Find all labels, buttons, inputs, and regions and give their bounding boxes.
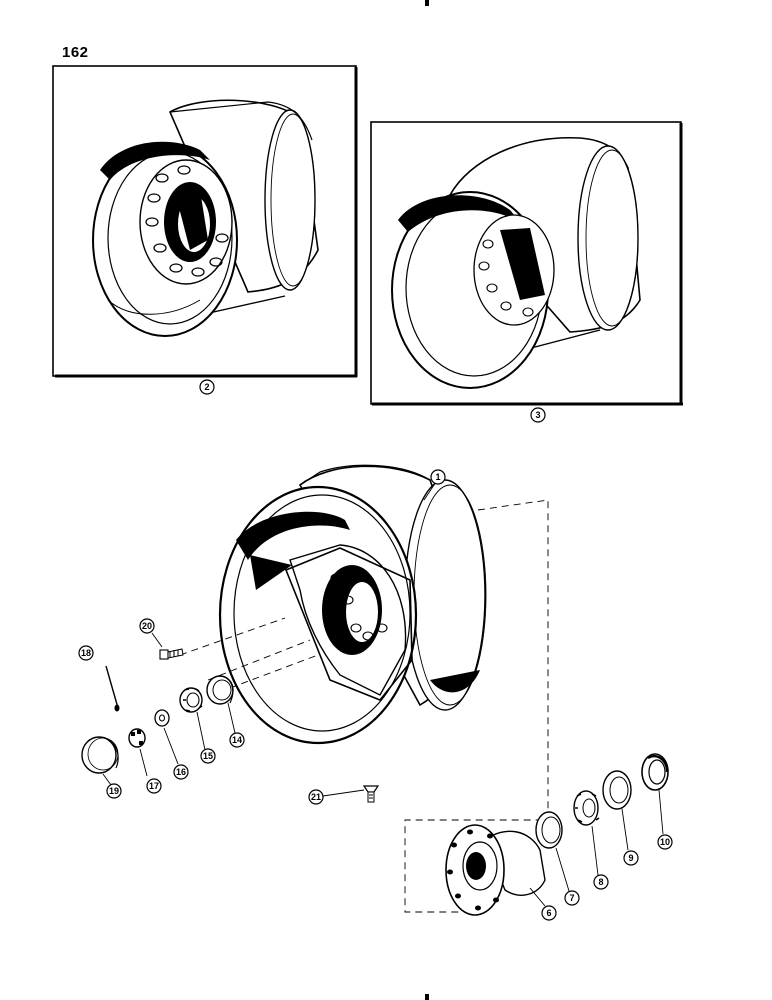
wheel-bolt-20 [159,648,184,660]
panel-wheel-3 [370,121,683,406]
hub-6 [445,824,546,916]
callout-16: 16 [163,727,189,780]
rim-assembly-1 [218,464,487,745]
svg-text:6: 6 [546,908,551,918]
svg-text:18: 18 [81,648,91,658]
callout-17: 17 [139,748,162,794]
callout-15: 15 [196,711,216,764]
bearing-cup-14 [206,675,234,705]
callout-3: 3 [530,407,546,423]
hub-cap-19 [81,736,119,774]
washer-16 [154,709,170,727]
castle-nut-17 [128,728,146,748]
svg-text:20: 20 [142,621,152,631]
rim-wheel-2-illustration [92,99,319,337]
svg-text:1: 1 [435,472,440,482]
svg-text:3: 3 [535,410,540,420]
svg-text:8: 8 [598,877,603,887]
callout-19: 19 [102,773,122,799]
callout-20: 20 [139,618,163,648]
scan-mark-top [425,0,429,6]
bearing-cup-7 [535,811,563,849]
cotter-pin-18 [105,665,120,712]
svg-text:17: 17 [149,781,159,791]
callout-21: 21 [308,789,365,805]
svg-text:2: 2 [204,382,209,392]
svg-text:10: 10 [660,837,670,847]
callout-6: 6 [529,887,557,921]
callout-14: 14 [227,702,245,748]
callout-9: 9 [621,808,639,866]
callout-7: 7 [555,847,580,906]
washer-9 [602,770,632,810]
callout-2: 2 [199,379,215,395]
bearing-cone-15 [179,687,203,713]
callout-18: 18 [78,645,94,661]
svg-text:14: 14 [232,735,242,745]
svg-text:9: 9 [628,853,633,863]
valve-stem-21 [362,785,380,803]
svg-text:21: 21 [311,792,321,802]
callout-8: 8 [591,825,609,890]
svg-text:7: 7 [569,893,574,903]
callout-1: 1 [423,469,446,501]
callout-10: 10 [657,789,673,850]
rim-wheel-3-illustration [391,136,641,389]
seal-10 [641,753,669,791]
scan-mark-bottom [425,994,429,1000]
bearing-cone-8 [573,790,600,826]
panel-wheel-2 [52,65,358,378]
svg-text:15: 15 [203,751,213,761]
page-number: 162 [62,44,89,61]
svg-text:19: 19 [109,786,119,796]
assembly-dashed-lines [179,499,549,913]
svg-text:16: 16 [176,767,186,777]
